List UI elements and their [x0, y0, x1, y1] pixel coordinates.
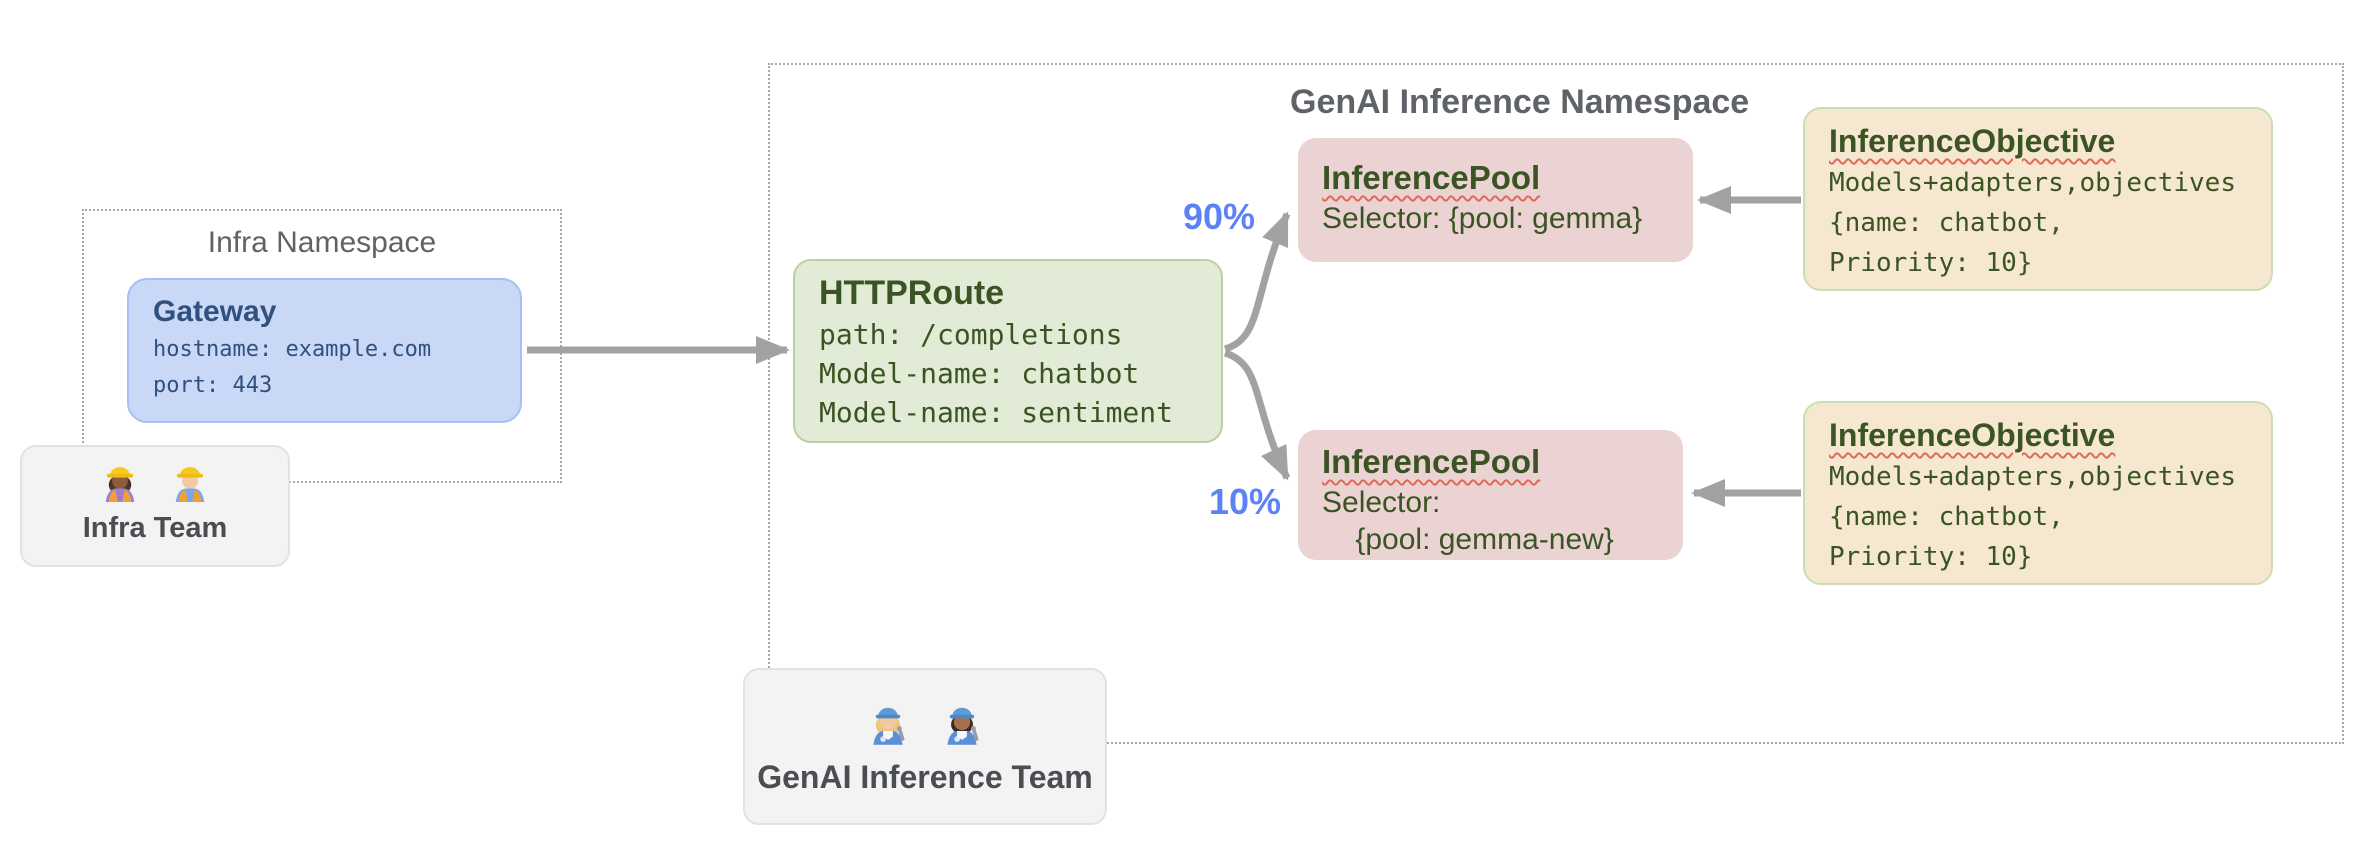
infra-team-icons	[22, 457, 288, 510]
gateway-title: Gateway	[153, 295, 277, 328]
inference-pool-top-card: InferencePool Selector: {pool: gemma}	[1298, 138, 1693, 262]
inference-objective-top-priority-line: Priority: 10}	[1829, 248, 2033, 278]
inference-objective-bottom-priority-line: Priority: 10}	[1829, 542, 2033, 572]
genai-team-icons	[745, 696, 1105, 753]
inference-pool-top-title: InferencePool	[1322, 159, 1541, 196]
genai-namespace-title: GenAI Inference Namespace	[1290, 83, 1750, 121]
inference-pool-bottom-card: InferencePool Selector: {pool: gemma-new…	[1298, 430, 1683, 560]
httproute-model-chatbot-line: Model-name: chatbot	[819, 357, 1140, 390]
inference-pool-bottom-title: InferencePool	[1322, 443, 1541, 480]
inference-objective-top-name-line: {name: chatbot,	[1829, 208, 2064, 238]
httproute-model-sentiment-line: Model-name: sentiment	[819, 396, 1174, 429]
httproute-path-line: path: /completions	[819, 318, 1123, 351]
inference-pool-bottom-selector-line: Selector:	[1322, 486, 1441, 519]
inference-objective-top-card: InferenceObjective Models+adapters,objec…	[1803, 107, 2273, 291]
genai-team-label: GenAI Inference Team	[757, 759, 1093, 795]
infra-namespace-box	[82, 209, 562, 483]
inference-objective-top-title: InferenceObjective	[1829, 123, 2116, 159]
inference-pool-top-selector-line: Selector: {pool: gemma}	[1322, 202, 1643, 235]
traffic-percent-10-label: 10%	[1209, 481, 1282, 522]
infra-namespace-title: Infra Namespace	[207, 226, 437, 259]
infra-team-card: Infra Team	[20, 445, 290, 567]
man-mechanic-icon	[936, 696, 988, 753]
genai-namespace-box	[768, 63, 2344, 744]
inference-objective-bottom-models-line: Models+adapters,objectives	[1829, 462, 2236, 492]
traffic-percent-90-label: 90%	[1183, 196, 1256, 237]
inference-pool-bottom-selector-value-line: {pool: gemma-new}	[1322, 523, 1614, 556]
httproute-card: HTTPRoute path: /completions Model-name:…	[793, 259, 1223, 443]
inference-objective-bottom-card: InferenceObjective Models+adapters,objec…	[1803, 401, 2273, 585]
httproute-title: HTTPRoute	[819, 274, 1005, 312]
infra-team-label: Infra Team	[82, 512, 228, 544]
inference-objective-top-models-line: Models+adapters,objectives	[1829, 168, 2236, 198]
woman-construction-worker-icon	[96, 457, 144, 510]
man-construction-worker-icon	[166, 457, 214, 510]
gateway-port-line: port: 443	[153, 373, 273, 398]
inference-objective-bottom-name-line: {name: chatbot,	[1829, 502, 2064, 532]
gateway-hostname-line: hostname: example.com	[153, 337, 432, 362]
genai-team-card: GenAI Inference Team	[743, 668, 1107, 825]
woman-mechanic-icon	[862, 696, 914, 753]
gateway-card: Gateway hostname: example.com port: 443	[127, 278, 522, 423]
inference-objective-bottom-title: InferenceObjective	[1829, 417, 2116, 453]
